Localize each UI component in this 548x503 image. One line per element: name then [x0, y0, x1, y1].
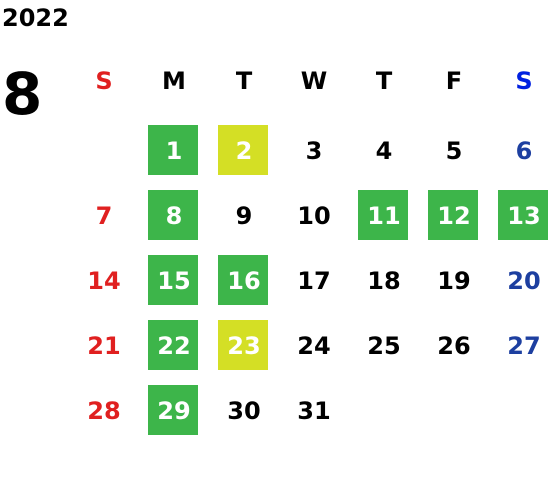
- calendar-day-number: 4: [375, 137, 393, 165]
- calendar-day[interactable]: 4: [358, 125, 410, 177]
- calendar-day[interactable]: 20: [498, 255, 548, 307]
- calendar-day-number: 1: [165, 137, 183, 165]
- calendar-day-number: 22: [157, 332, 191, 360]
- calendar-day-number: 6: [515, 137, 533, 165]
- calendar-day[interactable]: 5: [428, 125, 480, 177]
- calendar-day-number: 7: [95, 202, 113, 230]
- calendar-day-number: 19: [437, 267, 471, 295]
- year-label: 2022: [2, 4, 69, 32]
- calendar-day[interactable]: 23: [218, 320, 270, 372]
- calendar-day[interactable]: 17: [288, 255, 340, 307]
- calendar-day-number: 24: [297, 332, 331, 360]
- calendar-week-row: 7 8 9 10 11 12 13: [68, 190, 548, 242]
- calendar-day[interactable]: 12: [428, 190, 480, 242]
- calendar-day-number: 29: [157, 397, 191, 425]
- weekday-header-mon: M: [162, 67, 186, 95]
- calendar-day[interactable]: 1: [148, 125, 200, 177]
- calendar-day[interactable]: 27: [498, 320, 548, 372]
- calendar-day[interactable]: 29: [148, 385, 200, 437]
- calendar-day-number: 25: [367, 332, 401, 360]
- calendar-day[interactable]: 10: [288, 190, 340, 242]
- weekday-header-fri: F: [445, 67, 463, 95]
- calendar-day[interactable]: 13: [498, 190, 548, 242]
- calendar-day-number: 2: [235, 137, 253, 165]
- calendar-day[interactable]: 26: [428, 320, 480, 372]
- calendar-day-number: 16: [227, 267, 261, 295]
- calendar-day-number: 15: [157, 267, 191, 295]
- calendar-week-row: 14 15 16 17 18 19 20: [68, 255, 548, 307]
- calendar-day-number: 21: [87, 332, 121, 360]
- calendar-day-number: 26: [437, 332, 471, 360]
- calendar-day[interactable]: 8: [148, 190, 200, 242]
- calendar-day-number: 11: [367, 202, 401, 230]
- calendar-week-row: 28 29 30 31: [68, 385, 548, 437]
- weekday-header-tue: T: [235, 67, 253, 95]
- calendar-day[interactable]: 24: [288, 320, 340, 372]
- calendar-day[interactable]: 15: [148, 255, 200, 307]
- calendar-day-number: 31: [297, 397, 331, 425]
- calendar-day[interactable]: 31: [288, 385, 340, 437]
- calendar-day-number: 28: [87, 397, 121, 425]
- calendar-day[interactable]: 22: [148, 320, 200, 372]
- calendar-day-number: 8: [165, 202, 183, 230]
- calendar-day[interactable]: 25: [358, 320, 410, 372]
- calendar-day-number: 14: [87, 267, 121, 295]
- calendar-day-number: 27: [507, 332, 541, 360]
- calendar-day-number: 17: [297, 267, 331, 295]
- calendar-day[interactable]: 19: [428, 255, 480, 307]
- calendar-day[interactable]: 28: [78, 385, 130, 437]
- calendar-day[interactable]: 6: [498, 125, 548, 177]
- calendar-day[interactable]: 11: [358, 190, 410, 242]
- weekday-header-sat: S: [515, 67, 533, 95]
- calendar-day-number: 3: [305, 137, 323, 165]
- calendar-day[interactable]: 30: [218, 385, 270, 437]
- calendar-week-row: 21 22 23 24 25 26 27: [68, 320, 548, 372]
- calendar-day[interactable]: 18: [358, 255, 410, 307]
- calendar-day-number: 5: [445, 137, 463, 165]
- calendar-day[interactable]: 14: [78, 255, 130, 307]
- calendar-day-number: 20: [507, 267, 541, 295]
- calendar-day-number: 23: [227, 332, 261, 360]
- calendar-day-number: 12: [437, 202, 471, 230]
- calendar-day[interactable]: 7: [78, 190, 130, 242]
- calendar-day-number: 10: [297, 202, 331, 230]
- calendar-day[interactable]: 21: [78, 320, 130, 372]
- calendar-day-number: 18: [367, 267, 401, 295]
- calendar-day-number: 13: [507, 202, 541, 230]
- calendar-day[interactable]: 2: [218, 125, 270, 177]
- weekday-header-row: S M T W T F S: [68, 55, 548, 107]
- calendar-week-row: 1 2 3 4 5 6: [68, 125, 548, 177]
- calendar-day[interactable]: 3: [288, 125, 340, 177]
- weekday-header-wed: W: [300, 67, 328, 95]
- calendar-day[interactable]: 16: [218, 255, 270, 307]
- weekday-header-thu: T: [375, 67, 393, 95]
- month-label: 8: [2, 60, 43, 128]
- weekday-header-sun: S: [95, 67, 113, 95]
- calendar-day-number: 30: [227, 397, 261, 425]
- calendar-day-number: 9: [235, 202, 253, 230]
- calendar-day[interactable]: 9: [218, 190, 270, 242]
